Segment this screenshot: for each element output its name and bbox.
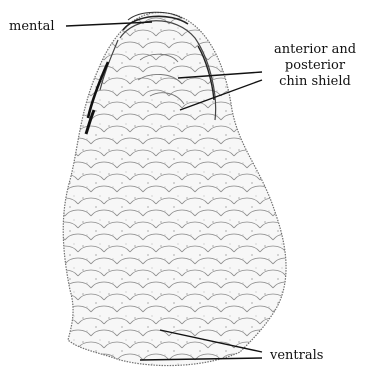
label-mental: mental [9,19,55,35]
throat-body [55,5,295,375]
label-ventrals: ventrals [270,348,323,364]
label-chin-shield: anterior and posterior chin shield [270,42,360,90]
